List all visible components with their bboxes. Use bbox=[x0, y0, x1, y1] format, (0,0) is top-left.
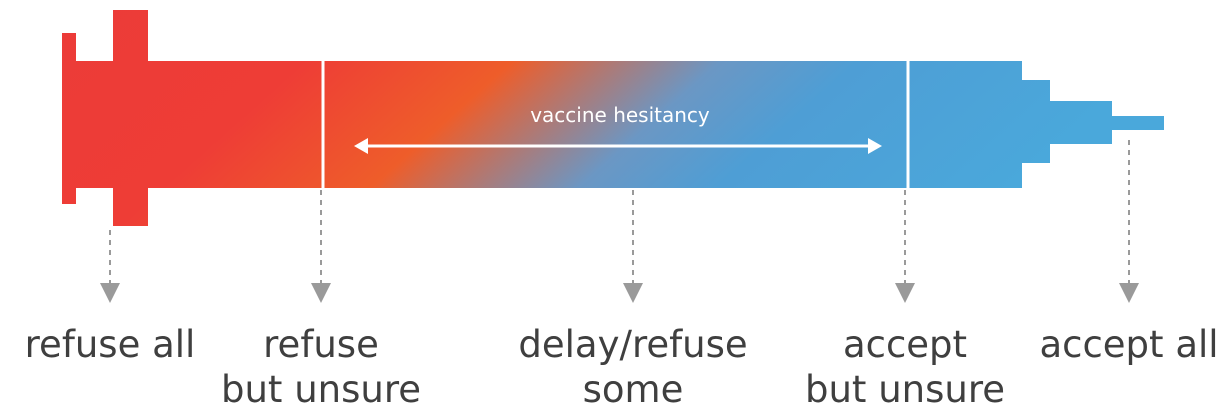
category-label-line: but unsure bbox=[805, 368, 1005, 411]
right-arrowhead-icon bbox=[868, 138, 882, 154]
category-label-line: accept all bbox=[1039, 323, 1219, 366]
vaccine-hesitancy-label: vaccine hesitancy bbox=[530, 103, 710, 127]
category-label-accept-all: accept all bbox=[1039, 322, 1218, 367]
category-label-delay-refuse-some: delay/refuse some bbox=[518, 322, 747, 412]
category-label-accept-but-unsure: accept but unsure bbox=[805, 322, 1005, 412]
category-label-line: delay/refuse bbox=[518, 323, 748, 366]
category-label-line: some bbox=[582, 368, 684, 411]
category-arrows bbox=[100, 140, 1139, 303]
category-label-refuse-all: refuse all bbox=[25, 322, 196, 367]
category-label-line: but unsure bbox=[221, 368, 421, 411]
left-arrowhead-icon bbox=[354, 138, 368, 154]
category-label-line: accept bbox=[842, 323, 968, 366]
category-label-line: refuse bbox=[263, 323, 379, 366]
syringe-body bbox=[62, 10, 1164, 226]
category-label-refuse-but-unsure: refuse but unsure bbox=[221, 322, 421, 412]
category-label-line: refuse all bbox=[24, 323, 196, 366]
